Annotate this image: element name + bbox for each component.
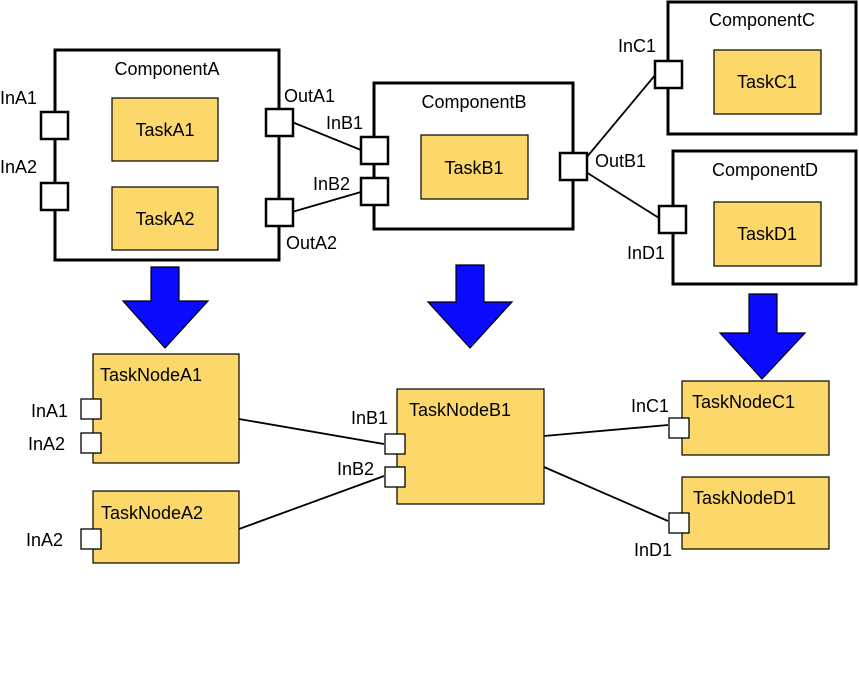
task-b1-label: TaskB1 [444, 158, 503, 178]
task-d1-label: TaskD1 [737, 224, 797, 244]
port-outa2 [264, 197, 295, 228]
node-port-ina2 [80, 528, 102, 550]
task-node-b1: TaskNodeB1 InB1 InB2 [337, 388, 545, 505]
task-node-a1-title: TaskNodeA1 [100, 365, 202, 385]
task-node-c1-box [681, 380, 830, 456]
component-c: ComponentC TaskC1 InC1 [618, 0, 858, 136]
task-d1 [713, 201, 822, 267]
task-node-c1-title: TaskNodeC1 [692, 392, 795, 412]
node-port-inb1 [384, 433, 406, 455]
node-port-inc1-label: InC1 [631, 396, 669, 416]
port-ina2-label: InA2 [0, 157, 37, 177]
wire-outa1-inb1 [291, 121, 362, 151]
wire-outa2-inb2 [291, 191, 362, 213]
task-node-b1-box [396, 388, 545, 505]
component-c-title: ComponentC [709, 10, 815, 30]
down-arrow-icon [121, 266, 210, 349]
task-node-d1-box [681, 476, 830, 550]
task-b1 [420, 134, 529, 200]
task-a1 [111, 97, 219, 162]
task-node-a2-title: TaskNodeA2 [101, 503, 203, 523]
task-node-a2: TaskNodeA2 InA2 [26, 490, 240, 564]
wire-nodea1-inb1 [238, 418, 385, 445]
node-port-ind1-label: InD1 [634, 540, 672, 560]
wire-nodea2-inb2 [238, 475, 385, 530]
port-outb1 [558, 151, 589, 182]
component-d-title: ComponentD [712, 160, 818, 180]
task-node-d1-title: TaskNodeD1 [693, 488, 796, 508]
node-port-inb1-label: InB1 [351, 408, 388, 428]
node-port-inc1 [668, 417, 690, 439]
component-b: ComponentB TaskB1 InB1 InB2 OutB1 [313, 81, 646, 231]
wire-nodeb1-inc1 [543, 424, 669, 437]
component-b-title: ComponentB [421, 92, 526, 112]
port-ina2 [39, 181, 70, 212]
component-a-title: ComponentA [114, 59, 219, 79]
task-a2-label: TaskA2 [135, 209, 194, 229]
task-node-c1: TaskNodeC1 InC1 [631, 380, 830, 456]
port-outa1-label: OutA1 [284, 86, 335, 106]
wire-nodeb1-ind1 [543, 466, 669, 522]
wire-outb1-ind1 [585, 171, 660, 219]
wire-outb1-inc1 [585, 73, 657, 159]
task-node-wires [238, 418, 669, 530]
task-node-b1-title: TaskNodeB1 [409, 400, 511, 420]
port-inb1-label: InB1 [326, 113, 363, 133]
component-d: ComponentD TaskD1 InD1 [627, 149, 858, 286]
node-port-ina2-label: InA2 [28, 434, 65, 454]
task-a2 [111, 186, 219, 251]
port-ind1 [657, 204, 688, 235]
down-arrow-icon [718, 293, 807, 380]
port-inb2 [359, 176, 390, 207]
port-inb2-label: InB2 [313, 174, 350, 194]
node-port-ina2 [80, 432, 102, 454]
task-c1 [713, 49, 822, 115]
port-outa2-label: OutA2 [286, 233, 337, 253]
task-node-a2-box [92, 490, 240, 564]
port-outb1-label: OutB1 [595, 151, 646, 171]
task-node-a1: TaskNodeA1 InA1 InA2 [28, 353, 240, 464]
node-port-ina2-label: InA2 [26, 530, 63, 550]
node-port-ina1 [80, 398, 102, 420]
port-ina1-label: InA1 [0, 88, 37, 108]
node-port-inb2-label: InB2 [337, 459, 374, 479]
task-a1-label: TaskA1 [135, 120, 194, 140]
task-c1-label: TaskC1 [737, 72, 797, 92]
port-inc1 [653, 59, 684, 90]
port-outa1 [264, 107, 295, 138]
node-port-ind1 [668, 512, 690, 534]
task-node-d1: TaskNodeD1 InD1 [634, 476, 830, 560]
node-port-inb2 [384, 466, 406, 488]
port-inb1 [359, 135, 390, 166]
down-arrow-icon [426, 264, 514, 349]
component-a: ComponentA TaskA1 TaskA2 InA1 InA2 OutA1… [0, 48, 337, 262]
node-port-ina1-label: InA1 [31, 401, 68, 421]
port-inc1-label: InC1 [618, 36, 656, 56]
port-ina1 [39, 110, 70, 141]
port-ind1-label: InD1 [627, 243, 665, 263]
